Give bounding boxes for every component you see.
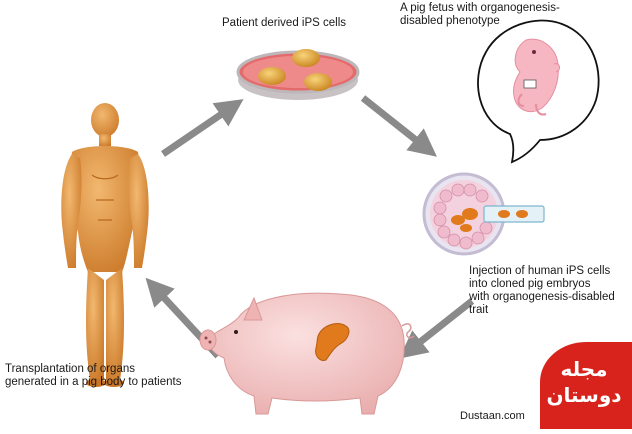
label-injection: Injection of human iPS cells into cloned… — [469, 265, 615, 317]
pig-icon — [199, 292, 415, 415]
petri-dish-icon — [236, 49, 360, 100]
label-injection-line1: Injection of human iPS cells — [469, 265, 611, 277]
arrow-human-to-ips — [161, 99, 244, 157]
fetus-bubble — [477, 19, 600, 164]
label-injection-line3: with organogenesis-disabled — [469, 291, 615, 303]
watermark-logo: مجله دوستان Dustaan.com — [458, 342, 632, 429]
injection-pipette-icon — [483, 205, 545, 223]
label-injection-line2: into cloned pig embryos — [469, 278, 591, 290]
label-pig-fetus: A pig fetus with organogenesis- disabled… — [400, 2, 560, 28]
arrow-ips-to-embryo — [360, 95, 437, 157]
label-transplantation: Transplantation of organs generated in a… — [5, 363, 181, 389]
label-pig-fetus-line2: disabled phenotype — [400, 15, 500, 27]
watermark-url: Dustaan.com — [460, 410, 525, 422]
label-pig-fetus-line1: A pig fetus with organogenesis- — [400, 2, 560, 14]
pig-organ-icon — [315, 323, 350, 361]
label-transplantation-line1: Transplantation of organs — [5, 363, 135, 375]
label-injection-line4: trait — [469, 304, 489, 316]
watermark-brand-text: مجله دوستان — [546, 357, 622, 407]
watermark-red-badge — [540, 342, 632, 429]
arrow-embryo-to-pig — [399, 298, 475, 359]
label-ips-cells: Patient derived iPS cells — [222, 17, 347, 29]
human-patient-icon — [61, 103, 149, 387]
pig-fetus-icon — [513, 38, 561, 116]
ips-colony-icon — [258, 49, 332, 91]
label-transplantation-line2: generated in a pig body to patients — [5, 376, 182, 388]
